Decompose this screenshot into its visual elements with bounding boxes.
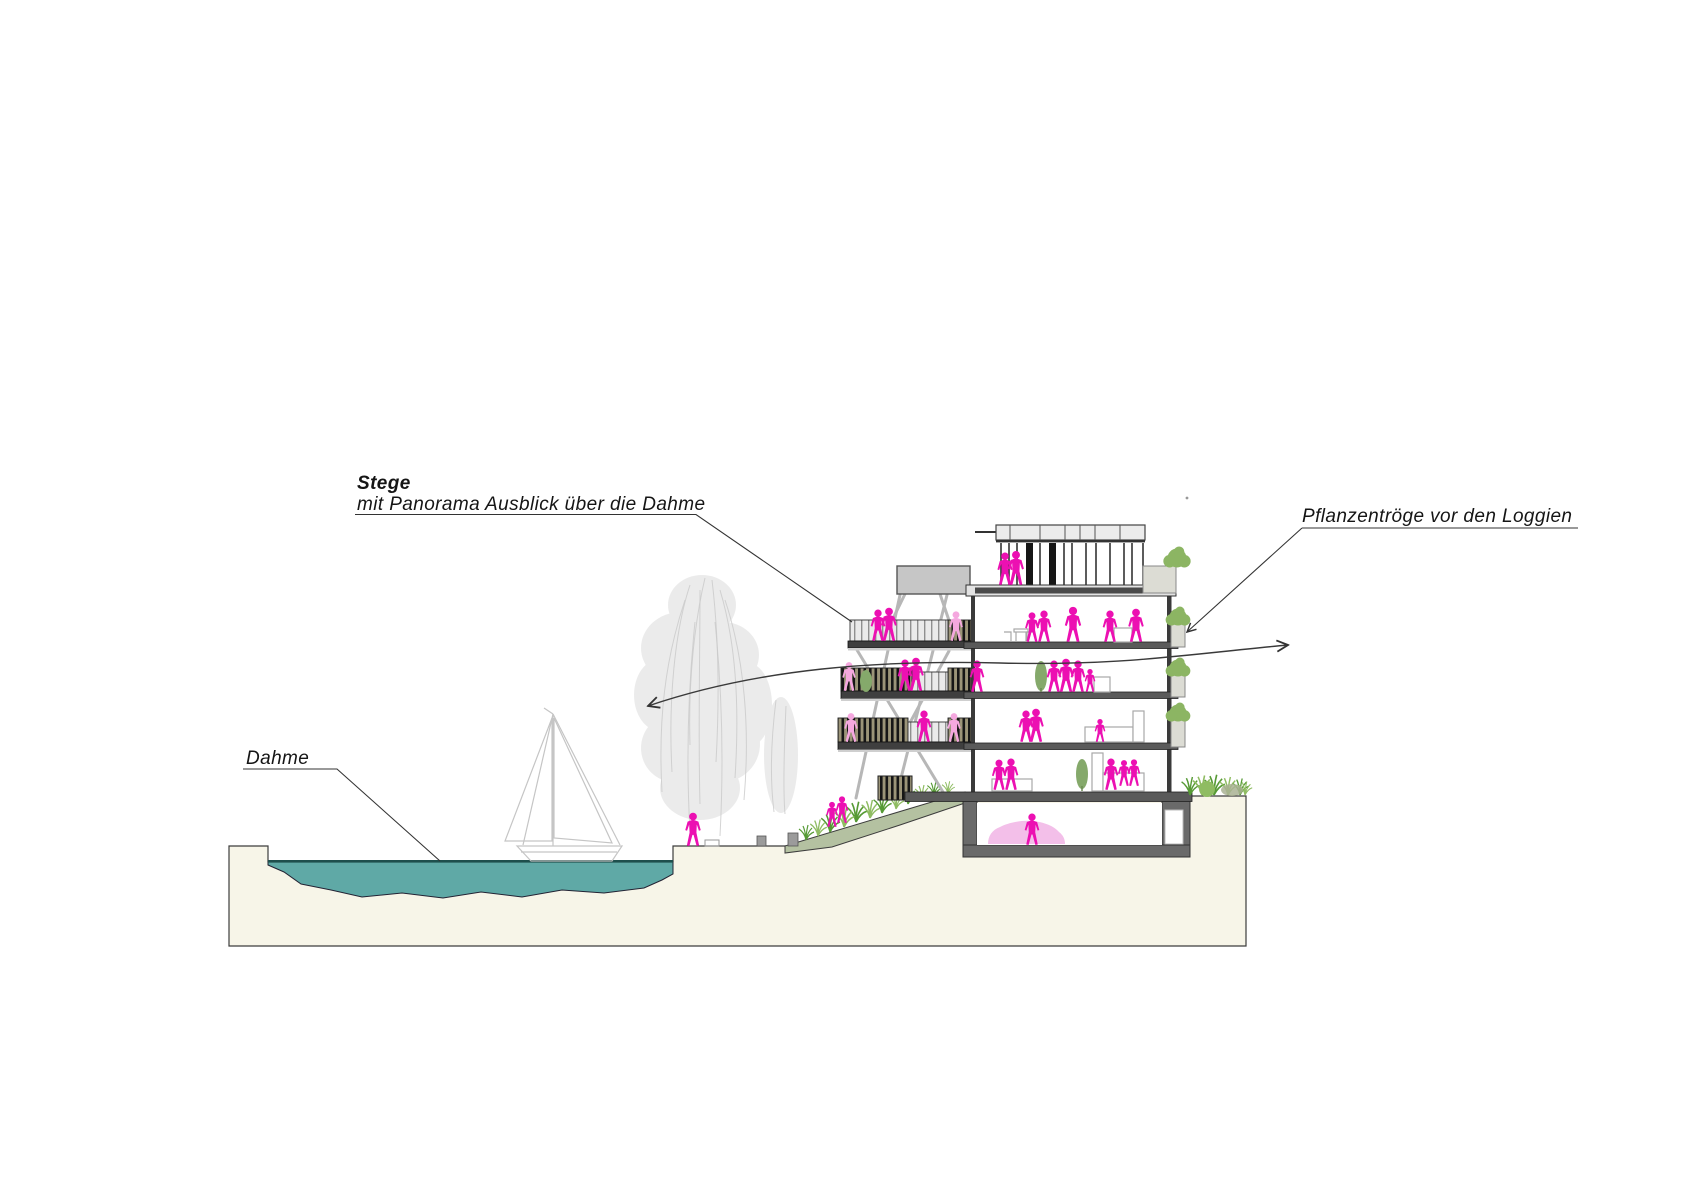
sailboat <box>504 707 624 862</box>
railing-light <box>849 619 949 642</box>
river-label: Dahme <box>246 748 309 769</box>
quay-step <box>704 839 720 847</box>
walkway-deck <box>840 690 973 699</box>
shrub <box>1199 781 1215 797</box>
stege-subtitle: mit Panorama Ausblick über die Dahme <box>357 494 705 515</box>
floor-slab <box>963 641 1179 649</box>
stray-dot <box>1185 496 1189 500</box>
rooftop-garden-grass <box>1180 773 1253 797</box>
railing-slats <box>947 667 973 692</box>
garage-floor-slab <box>962 844 1191 858</box>
roof-planter-box <box>1142 565 1177 594</box>
planters-leader-line <box>1187 527 1303 632</box>
quay-post <box>756 835 767 847</box>
roof-canopy <box>995 524 1146 541</box>
water-body <box>267 861 674 899</box>
roof-terrace <box>975 524 1146 585</box>
callout-river: Dahme <box>243 748 441 862</box>
garage <box>962 800 1191 858</box>
stege-leader-line <box>355 513 853 623</box>
river-water <box>267 860 674 899</box>
hull <box>515 845 624 862</box>
ground-floor-slab <box>904 791 1193 802</box>
walkway-deck <box>837 741 973 750</box>
quay-post <box>787 832 799 847</box>
willow-tree-sketch <box>634 575 798 820</box>
water-surface-line <box>268 860 673 863</box>
planter-box <box>1170 622 1186 648</box>
callout-stege: Stege mit Panorama Ausblick über die Dah… <box>355 473 853 623</box>
planter-bush <box>1163 546 1191 568</box>
floor-slab <box>963 691 1179 699</box>
walkway-deck <box>847 640 973 649</box>
bridge-housing <box>896 565 971 595</box>
sail-jib <box>553 717 613 844</box>
planter-box <box>1170 719 1186 748</box>
river-leader-line <box>243 768 441 862</box>
planter-box <box>1170 672 1186 698</box>
panorama-view-arrow <box>648 645 1288 706</box>
walkway-tower <box>837 565 973 801</box>
parked-car <box>988 820 1065 844</box>
shrub-gray <box>1221 784 1243 796</box>
planters-label: Pflanzentröge vor den Loggien <box>1302 506 1572 527</box>
stege-title: Stege <box>357 473 411 494</box>
sail-main <box>504 717 553 842</box>
callout-planters: Pflanzentröge vor den Loggien <box>1187 506 1578 632</box>
floor-slab <box>963 742 1179 750</box>
garage-door-opening <box>1164 809 1184 845</box>
